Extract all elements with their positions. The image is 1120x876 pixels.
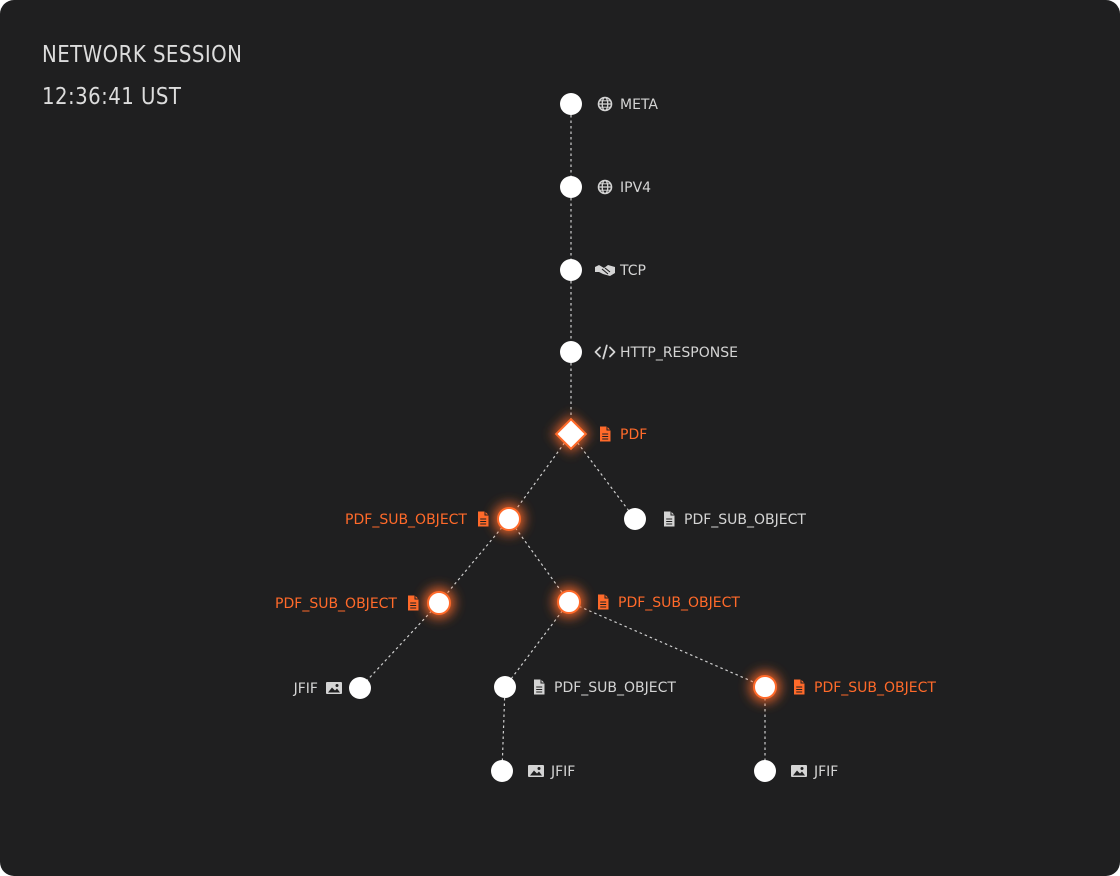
node-label-jfif3: JFIF [813, 764, 838, 780]
node-jfif3[interactable] [754, 760, 776, 782]
edge-pdf-sub2 [570, 433, 636, 520]
node-sub6[interactable] [753, 675, 777, 699]
edge-sub5-jfif2 [501, 686, 506, 772]
node-label-sub1: PDF_SUB_OBJECT [345, 512, 467, 528]
node-label-pdf: PDF [620, 427, 647, 443]
node-label-ipv4: IPV4 [620, 180, 651, 196]
node-label-sub2: PDF_SUB_OBJECT [684, 512, 806, 528]
file-icon [794, 679, 805, 695]
edge-sub3-jfif1 [359, 602, 440, 689]
file-icon [600, 426, 611, 442]
node-label-jfif1: JFIF [293, 681, 318, 697]
node-label-http: HTTP_RESPONSE [620, 345, 738, 361]
edge-sub1-sub4 [508, 518, 570, 603]
node-sub1[interactable] [497, 507, 521, 531]
node-label-meta: META [620, 97, 658, 113]
session-time: 12:36:41 UST [42, 84, 182, 110]
node-sub2[interactable] [624, 508, 646, 530]
file-icon [408, 595, 419, 611]
edge-pdf-sub1 [508, 433, 572, 520]
node-label-sub3: PDF_SUB_OBJECT [275, 596, 397, 612]
node-label-sub4: PDF_SUB_OBJECT [618, 595, 740, 611]
node-http[interactable] [560, 341, 582, 363]
node-sub3[interactable] [427, 591, 451, 615]
node-label-sub6: PDF_SUB_OBJECT [814, 680, 936, 696]
edge-sub4-sub5 [504, 601, 570, 688]
edge-sub4-sub6 [568, 601, 766, 688]
node-tcp[interactable] [560, 259, 582, 281]
file-icon [534, 679, 545, 695]
node-jfif1[interactable] [349, 677, 371, 699]
globe-icon [597, 96, 613, 112]
node-sub5[interactable] [494, 676, 516, 698]
node-sub4[interactable] [557, 590, 581, 614]
node-ipv4[interactable] [560, 176, 582, 198]
handshake-icon [595, 265, 615, 276]
edge-sub1-sub3 [438, 518, 510, 604]
code-icon [594, 344, 616, 360]
node-label-tcp: TCP [619, 263, 646, 279]
node-meta[interactable] [560, 93, 582, 115]
image-icon [791, 765, 807, 777]
globe-icon [597, 179, 613, 195]
node-label-jfif2: JFIF [550, 764, 575, 780]
session-title: NETWORK SESSION [42, 42, 243, 68]
image-icon [528, 765, 544, 777]
file-icon [664, 511, 675, 527]
graph-nodes [349, 93, 777, 782]
node-jfif2[interactable] [491, 760, 513, 782]
node-pdf[interactable] [554, 417, 588, 451]
graph-edges [359, 104, 766, 772]
node-label-sub5: PDF_SUB_OBJECT [554, 680, 676, 696]
graph-glows [424, 415, 780, 702]
file-icon [598, 594, 609, 610]
file-icon [478, 511, 489, 527]
image-icon [326, 682, 342, 694]
